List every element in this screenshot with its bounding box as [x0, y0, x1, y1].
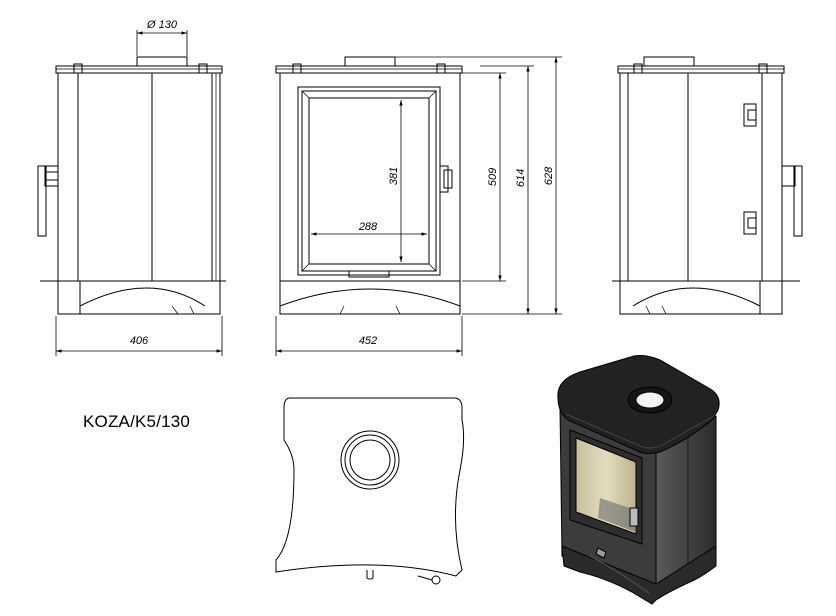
dimension-front-width: 452 — [275, 316, 463, 356]
total-height-label: 628 — [543, 166, 555, 185]
front-view — [275, 56, 463, 315]
door-height-label: 509 — [487, 168, 499, 186]
top-view — [275, 397, 465, 585]
dimension-door-height: 509 — [462, 72, 506, 282]
dimension-side-depth: 406 — [55, 316, 223, 356]
dimension-total-height: 628 — [395, 56, 562, 315]
dimension-flue-height: 614 — [462, 65, 534, 315]
stove-3d-render — [557, 355, 720, 605]
side-depth-label: 406 — [130, 335, 149, 347]
side-view-right — [612, 56, 803, 315]
door-glass-height-label: 381 — [388, 167, 400, 185]
flue-height-label: 614 — [515, 169, 527, 187]
model-title: KOZA/K5/130 — [83, 412, 191, 431]
door-glass-width-label: 288 — [358, 221, 378, 233]
flue-diameter-label: Ø 130 — [146, 19, 178, 31]
front-width-label: 452 — [359, 335, 377, 347]
side-view-left — [37, 56, 226, 315]
dimension-flue-diameter: Ø 130 — [136, 19, 188, 56]
